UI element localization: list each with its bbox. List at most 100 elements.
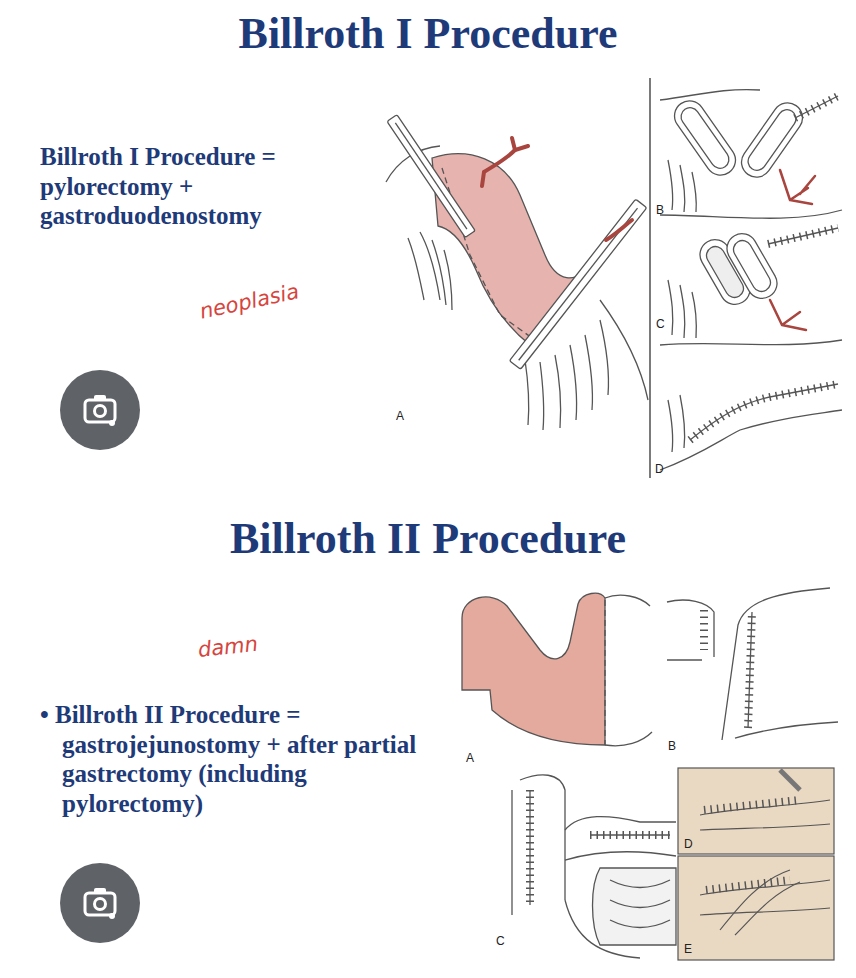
anastomosis-result	[511, 790, 512, 915]
suture-detail	[678, 768, 834, 854]
suture-detail	[735, 882, 800, 935]
procedure-definition: • Billroth II Procedure = gastrojejunost…	[40, 700, 454, 818]
anastomosis-result	[593, 868, 677, 945]
anastomosis-step	[669, 95, 742, 181]
stomach-drawing	[605, 732, 652, 746]
anastomosis-result	[565, 852, 676, 860]
anastomosis-step	[667, 600, 714, 660]
camera-icon	[109, 913, 115, 919]
anastomosis-step	[660, 340, 842, 345]
panel-divider	[649, 78, 650, 478]
suture-detail	[678, 768, 834, 960]
camera-icon	[60, 863, 140, 943]
camera-icon	[60, 370, 140, 450]
anastomosis-step	[736, 97, 809, 183]
anastomosis-step	[722, 588, 830, 740]
anastomosis-result	[565, 817, 676, 830]
panel-letter: C	[496, 935, 505, 947]
anastomosis-step	[722, 228, 783, 304]
suture-detail	[780, 770, 800, 790]
clamp	[395, 123, 467, 229]
anastomosis-result	[690, 384, 838, 440]
suture-detail	[678, 856, 834, 960]
camera-icon	[85, 400, 115, 422]
handwritten-note: neoplasia	[198, 279, 302, 323]
anastomosis-result	[529, 790, 530, 905]
stomach-drawing	[604, 600, 605, 745]
page-heading: Billroth I Procedure	[239, 10, 618, 58]
blood-vessel	[780, 170, 815, 204]
camera-icon	[85, 893, 115, 915]
stomach-drawing	[605, 595, 650, 606]
anastomosis-result	[660, 384, 842, 470]
panel-letter: A	[466, 752, 474, 764]
section-heading: Billroth II Procedure	[230, 515, 626, 563]
anastomosis-result	[690, 384, 838, 440]
anastomosis-step	[722, 228, 783, 304]
stomach-drawing	[442, 168, 532, 338]
anastomosis-step	[768, 228, 838, 244]
suture-detail	[700, 908, 830, 915]
anastomosis-result	[610, 880, 670, 928]
clamp	[509, 199, 646, 369]
anastomosis-result	[660, 410, 842, 470]
stomach-drawing	[462, 593, 652, 746]
clamp	[387, 115, 475, 238]
blood-vessel	[770, 300, 806, 330]
panel-letter: D	[655, 463, 664, 475]
clamp	[519, 208, 638, 360]
anastomosis-step	[660, 228, 842, 345]
stomach-drawing	[600, 300, 648, 400]
anastomosis-step	[768, 228, 838, 244]
anastomosis-step	[736, 97, 809, 183]
clamp	[509, 199, 646, 369]
anastomosis-step	[795, 96, 838, 118]
anastomosis-step	[660, 210, 842, 218]
anastomosis-step	[667, 600, 714, 660]
anastomosis-step	[660, 90, 760, 100]
anastomosis-step	[668, 280, 696, 338]
camera-icon	[94, 395, 106, 401]
camera-icon	[95, 406, 106, 417]
anastomosis-step	[700, 610, 708, 650]
stomach-drawing	[408, 232, 452, 310]
suture-detail	[704, 800, 800, 810]
blood-vessel	[780, 170, 815, 204]
stomach-drawing	[462, 593, 605, 745]
panel-letter: C	[656, 318, 665, 330]
anastomosis-step	[668, 160, 696, 212]
anastomosis-result	[590, 831, 670, 839]
stomach-drawing	[386, 146, 648, 430]
anastomosis-result	[590, 834, 670, 835]
panel-letter: D	[684, 838, 693, 850]
clamp	[387, 115, 475, 238]
panel-letter: B	[656, 204, 664, 216]
camera-icon	[60, 370, 140, 450]
anastomosis-step	[795, 96, 838, 118]
suture-detail	[700, 880, 830, 895]
blood-vessel	[482, 138, 632, 240]
anastomosis-step	[748, 612, 752, 728]
blood-vessel	[606, 220, 632, 240]
camera-icon	[94, 888, 106, 894]
camera-icon	[60, 863, 140, 943]
suture-detail	[706, 880, 790, 890]
panel-letter: B	[668, 740, 676, 752]
camera-icon	[109, 420, 115, 426]
blood-vessel	[770, 300, 806, 330]
anastomosis-step	[735, 722, 838, 738]
clamp	[387, 115, 647, 370]
suture-detail	[720, 870, 790, 930]
suture-detail	[700, 824, 830, 830]
blood-vessel	[512, 138, 515, 150]
anastomosis-step	[730, 237, 774, 294]
anastomosis-result	[565, 900, 640, 958]
procedure-definition: Billroth I Procedure = pylorectomy + gas…	[40, 142, 370, 231]
camera-icon	[95, 899, 106, 910]
anastomosis-step	[678, 104, 733, 172]
handwritten-note: damn	[197, 632, 259, 662]
anastomosis-step	[660, 90, 842, 219]
panel-letter: E	[684, 943, 692, 955]
anastomosis-step	[669, 95, 742, 181]
